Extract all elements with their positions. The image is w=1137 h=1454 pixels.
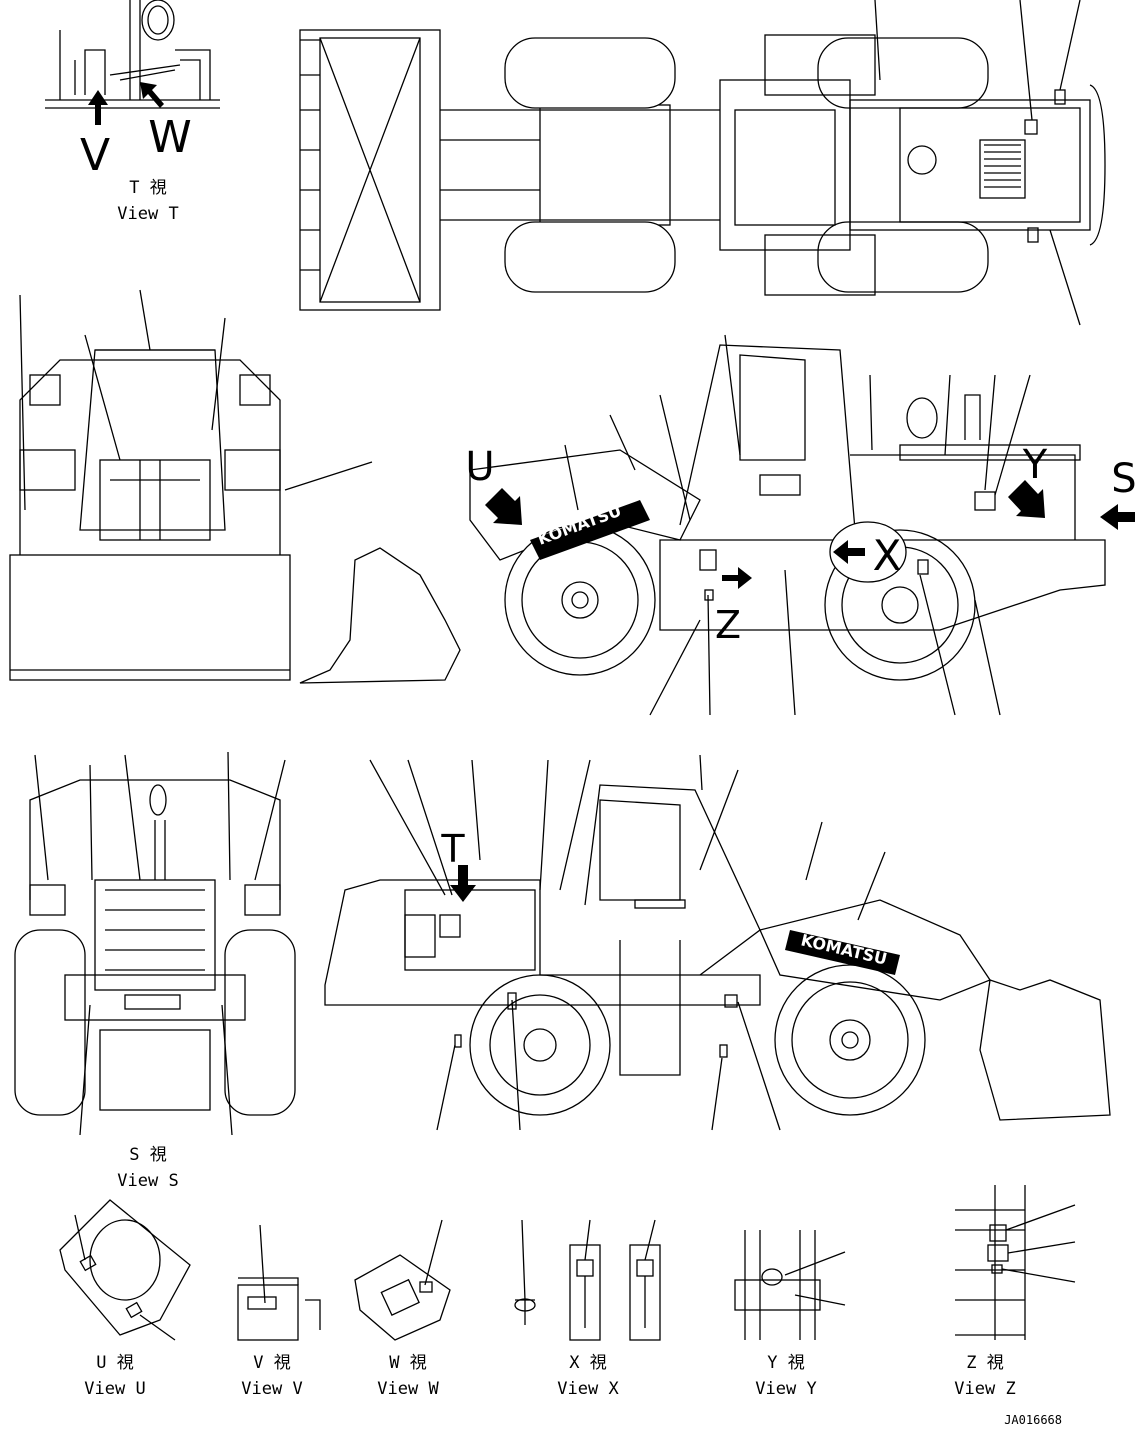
view-s-en-label: View S — [117, 1171, 178, 1191]
marker-z: Z — [715, 603, 741, 647]
view-t-jp-label: T 視 — [129, 178, 166, 198]
top-plan-view — [299, 0, 1106, 326]
view-x-detail — [514, 1219, 661, 1341]
view-v-en-label: View V — [241, 1379, 302, 1399]
marker-w: W — [148, 112, 192, 163]
left-side-view: KOMATSU — [299, 334, 1135, 716]
view-t-en-label: View T — [117, 204, 178, 224]
arrow-y-icon — [1008, 480, 1045, 518]
arrow-z-icon — [722, 567, 752, 589]
view-u-jp-label: U 視 — [96, 1353, 133, 1373]
view-x-en-label: View X — [557, 1379, 619, 1399]
view-w-detail — [354, 1219, 451, 1341]
marker-x: X — [873, 531, 902, 580]
view-y-jp-label: Y 視 — [767, 1353, 804, 1373]
view-v-jp-label: V 視 — [253, 1353, 290, 1373]
view-s-jp-label: S 視 — [129, 1145, 166, 1165]
right-side-view: KOMATSU — [324, 754, 1111, 1131]
front-view — [9, 289, 373, 681]
arrow-u-icon — [485, 488, 522, 525]
drawing-number: JA016668 — [1004, 1413, 1062, 1427]
arrow-v-icon — [88, 90, 108, 125]
arrow-t-icon — [450, 865, 476, 902]
view-t-detail — [45, 0, 220, 125]
view-w-jp-label: W 視 — [389, 1353, 426, 1373]
marker-s: S — [1111, 456, 1136, 502]
view-y-en-label: View Y — [755, 1379, 816, 1399]
view-x-jp-label: X 視 — [569, 1353, 606, 1373]
marker-y: Y — [1022, 442, 1048, 488]
view-z-en-label: View Z — [954, 1379, 1015, 1399]
marker-t: T — [440, 827, 465, 871]
view-z-jp-label: Z 視 — [966, 1353, 1003, 1373]
view-w-en-label: View W — [377, 1379, 439, 1399]
view-z-detail — [955, 1185, 1076, 1340]
view-y-detail — [734, 1230, 846, 1340]
arrow-s-icon — [1100, 504, 1135, 530]
arrow-x-icon — [833, 540, 865, 564]
view-u-en-label: View U — [84, 1379, 145, 1399]
view-u-detail — [59, 1199, 191, 1341]
marker-u: U — [465, 444, 494, 490]
marker-v: V — [80, 130, 110, 181]
rear-view — [14, 751, 296, 1136]
view-v-detail — [237, 1224, 321, 1341]
arrow-w-icon — [140, 82, 164, 108]
